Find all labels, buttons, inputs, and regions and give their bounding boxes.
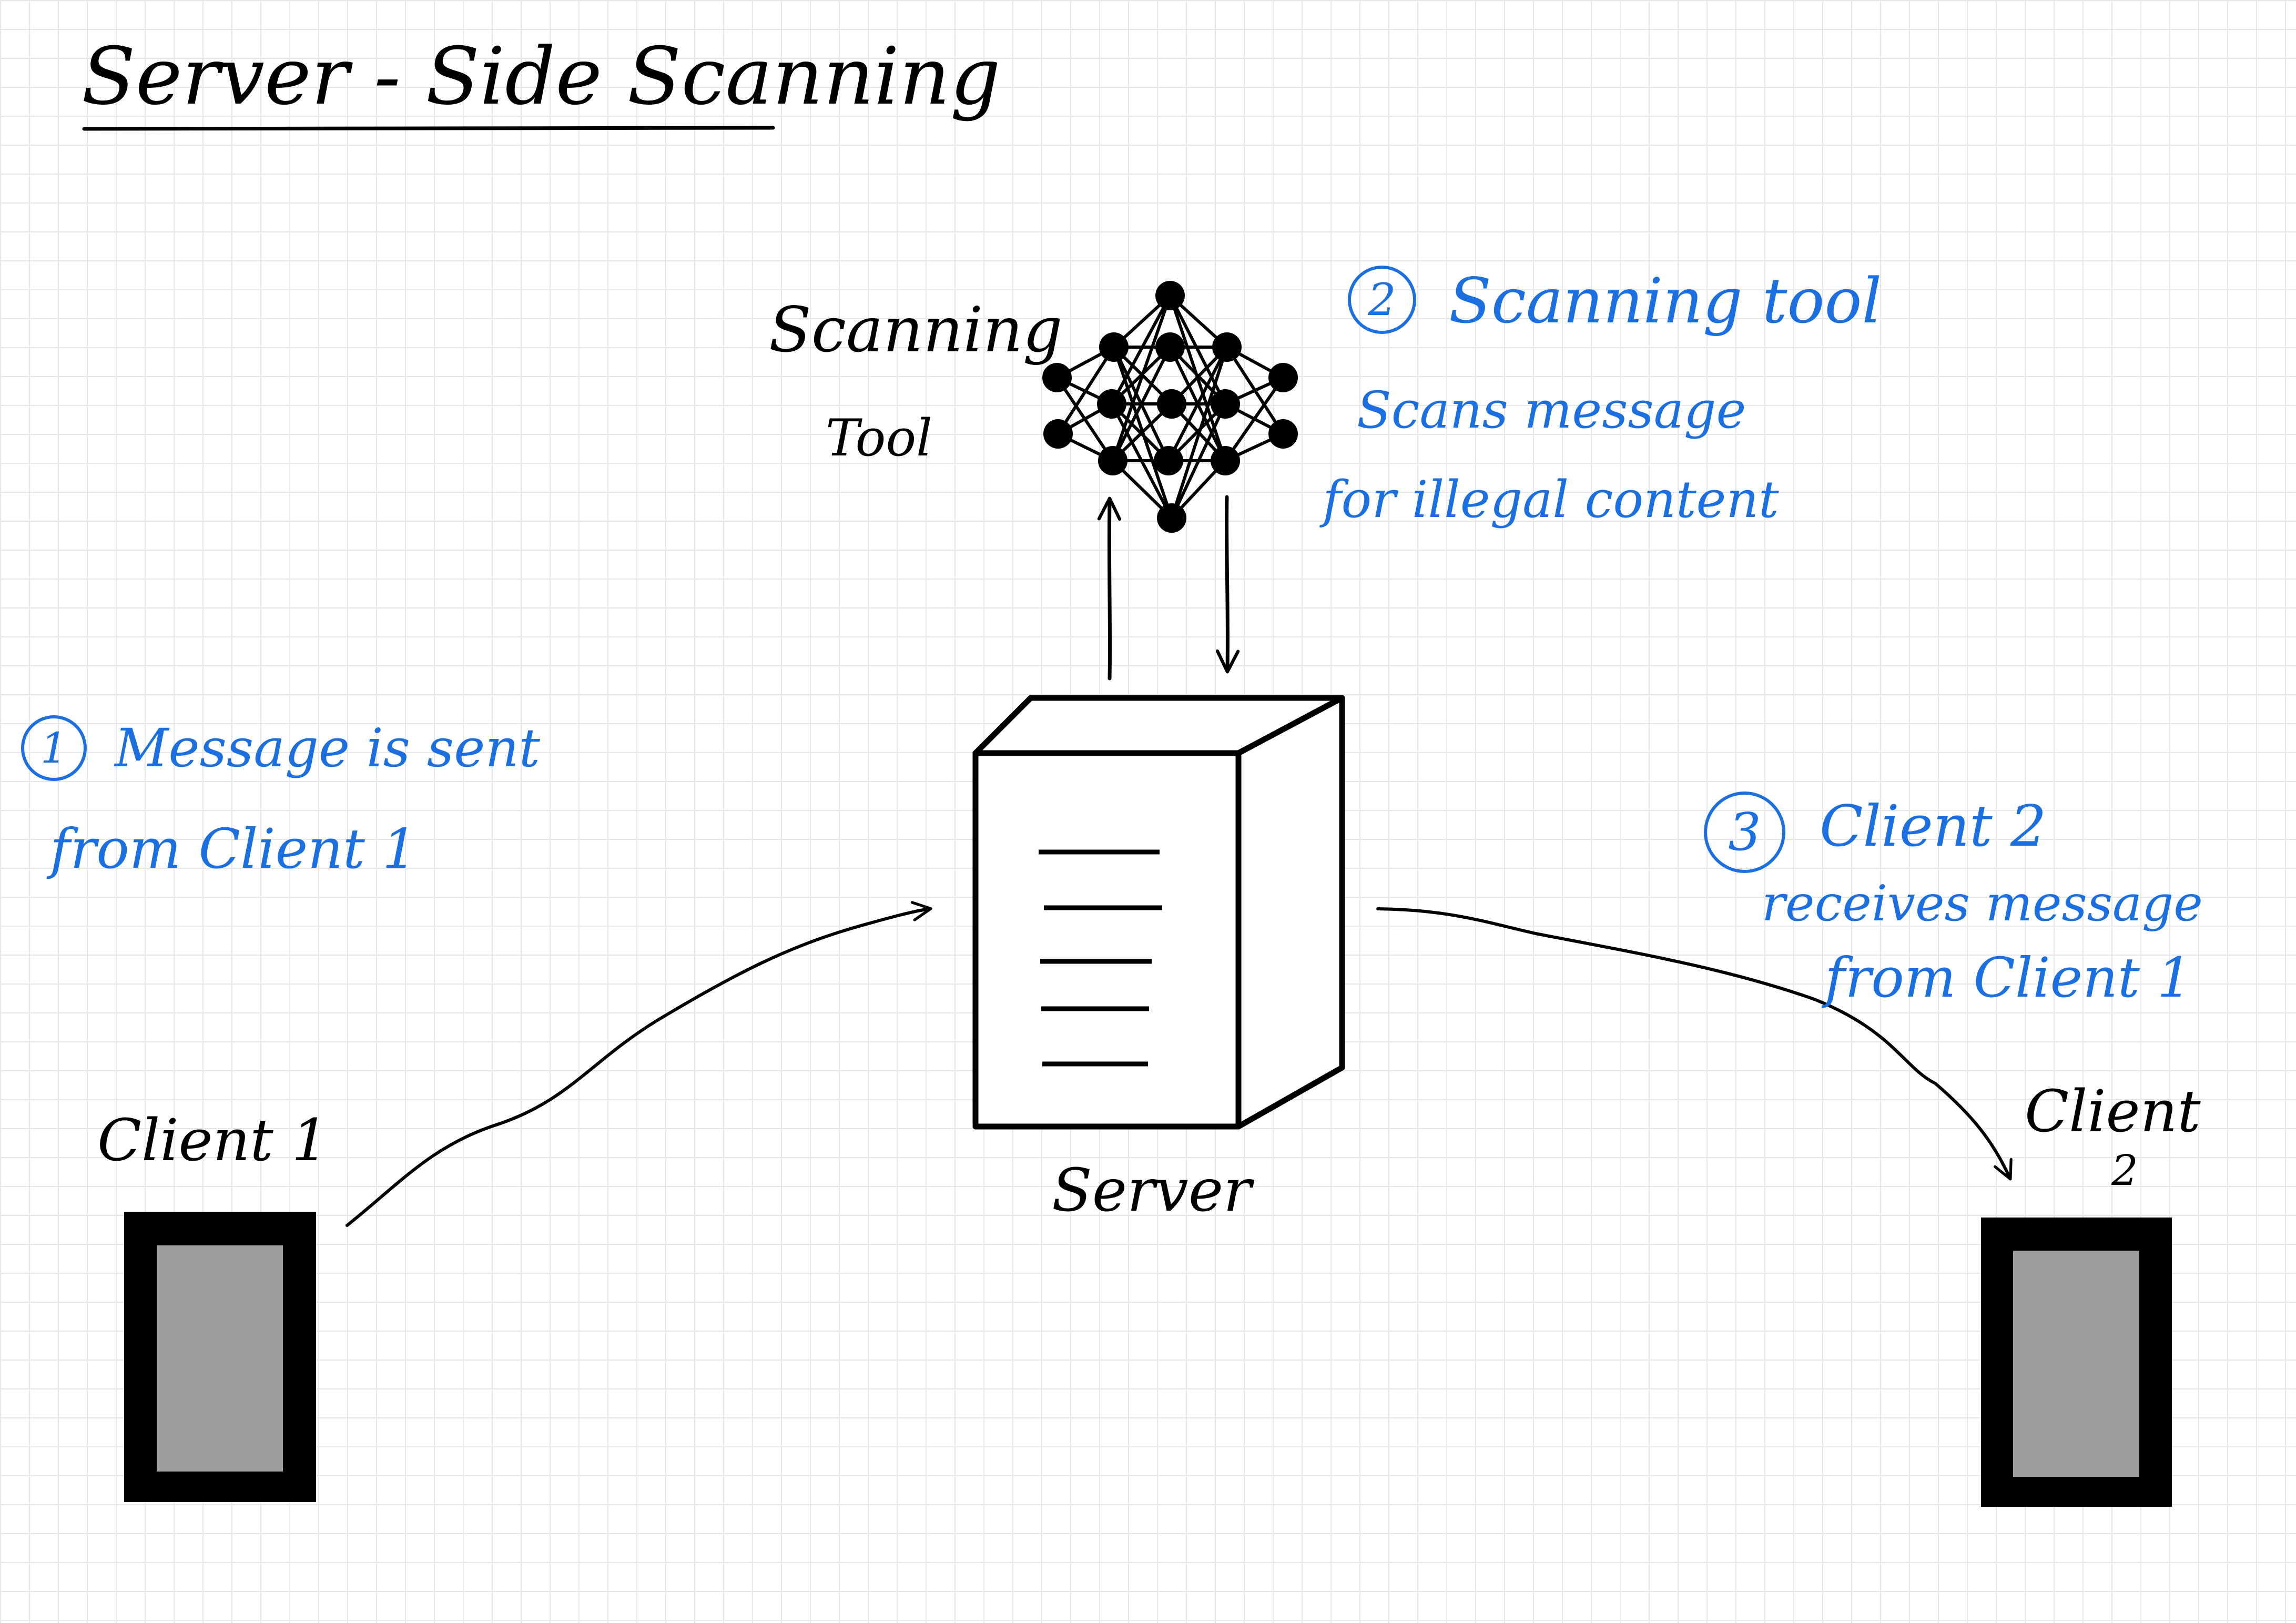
neural-network-icon [1042, 281, 1298, 533]
network-node [1043, 419, 1073, 449]
step-3-badge: 3 [1704, 792, 1785, 873]
network-connection [1056, 346, 1115, 435]
client2-label-line2: 2 [2111, 1146, 2138, 1195]
client1-screen [157, 1245, 283, 1472]
network-node [1212, 332, 1242, 362]
network-connection [1224, 377, 1285, 462]
step-1-badge: 1 [21, 715, 87, 781]
server-box-icon [972, 695, 1345, 1130]
step-2-number: 2 [1368, 274, 1396, 326]
client1-label: Client 1 [97, 1107, 329, 1174]
network-connection [1167, 346, 1228, 462]
tool-to-server-arrow [1215, 495, 1240, 674]
client2-device [1981, 1218, 2172, 1507]
network-node [1155, 281, 1185, 310]
network-connection [1111, 346, 1172, 462]
step-3-line1: Client 2 [1820, 794, 2047, 859]
network-node [1211, 389, 1240, 419]
network-connection [1170, 347, 1228, 519]
server-to-client2-arrow [1376, 907, 2013, 1181]
step-3-line3: from Client 1 [1825, 946, 2192, 1010]
client2-label-line1: Client [2025, 1078, 2201, 1145]
step-1-line1: Message is sent [115, 717, 540, 779]
step-1-line2: from Client 1 [50, 817, 418, 881]
step-3-line2: receives message [1762, 875, 2203, 932]
network-node [1157, 389, 1186, 419]
client1-to-server-arrow [346, 901, 932, 1227]
network-connection [1110, 295, 1172, 405]
step-2-line3: for illegal content [1323, 470, 1779, 529]
client1-device [124, 1212, 316, 1502]
client2-screen [2013, 1251, 2139, 1477]
network-node [1268, 419, 1298, 449]
network-node [1157, 503, 1186, 533]
server-label: Server [1052, 1157, 1252, 1225]
network-node [1099, 332, 1129, 362]
title-underline [82, 126, 775, 131]
scanning-tool-label-line2: Tool [826, 409, 932, 468]
network-connection [1169, 295, 1227, 405]
network-connection [1170, 403, 1227, 519]
step-2-line1: Scanning tool [1449, 265, 1882, 337]
step-2-line2: Scans message [1357, 381, 1746, 440]
step-1-number: 1 [40, 724, 67, 773]
step-2-badge: 2 [1348, 266, 1416, 334]
network-node [1211, 446, 1240, 475]
server-to-tool-arrow [1097, 496, 1122, 681]
network-node [1098, 446, 1127, 475]
scanning-tool-label-line1: Scanning [769, 293, 1063, 366]
page-title: Server - Side Scanning [82, 31, 1001, 123]
network-connection [1111, 295, 1172, 461]
network-node [1268, 363, 1298, 392]
network-node [1154, 446, 1183, 475]
network-node [1155, 332, 1185, 362]
step-3-number: 3 [1728, 802, 1761, 863]
network-node [1042, 363, 1072, 392]
network-node [1097, 389, 1126, 419]
